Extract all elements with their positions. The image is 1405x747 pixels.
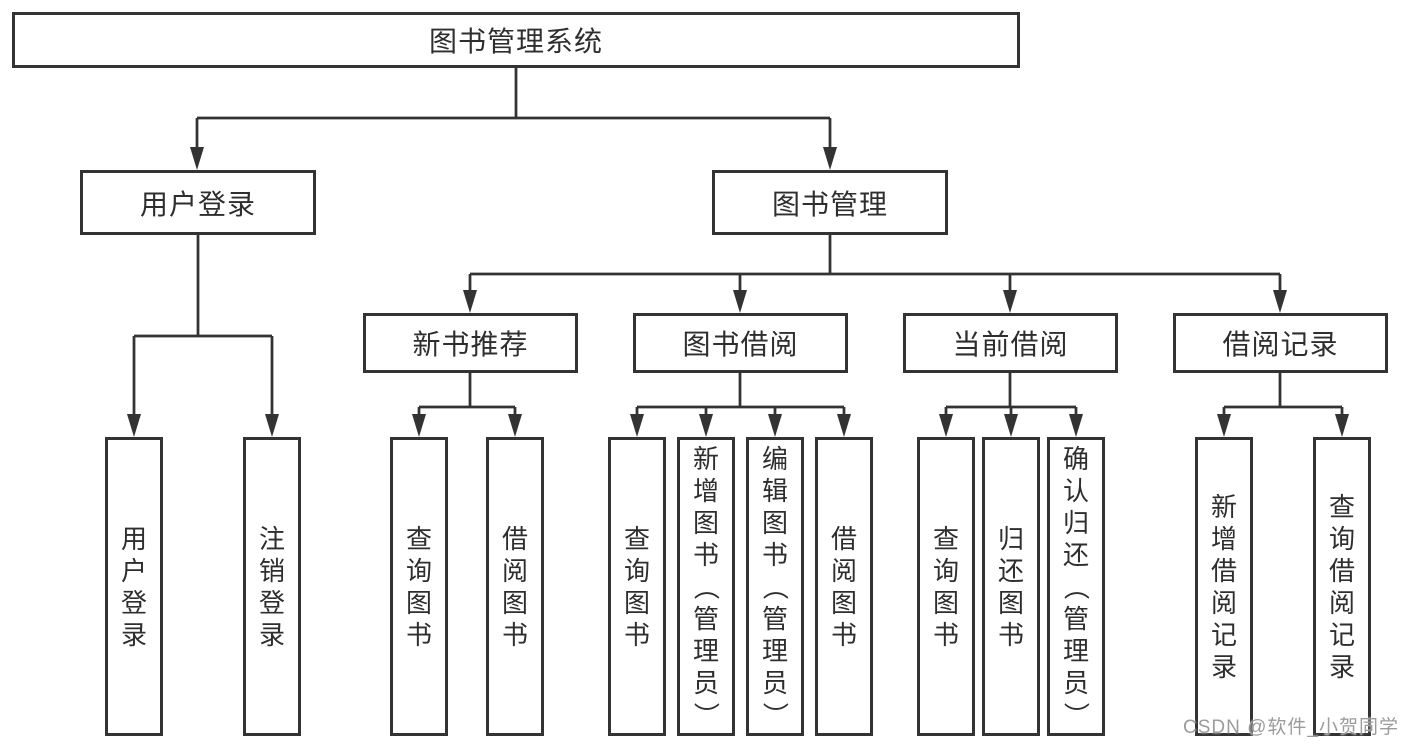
leaf-logout: 注销登录 — [243, 437, 301, 736]
leaf-add-borrow-record: 新增借阅记录 — [1195, 437, 1253, 736]
leaf-query-borrow-record: 查询借阅记录 — [1313, 437, 1371, 736]
leaf-borrow-books-borrowing: 借阅图书 — [815, 437, 873, 736]
node-current-borrowing: 当前借阅 — [903, 313, 1118, 373]
leaf-add-books-admin: 新增图书（管理员） — [677, 437, 735, 736]
node-book-management-branch: 图书管理 — [712, 170, 948, 235]
node-borrowing-records: 借阅记录 — [1173, 313, 1388, 373]
arrowheads — [127, 147, 1349, 437]
csdn-watermark: CSDN @软件_小贺同学 — [1183, 717, 1399, 738]
leaf-query-books-current: 查询图书 — [917, 437, 975, 736]
leaf-query-books-recommend: 查询图书 — [390, 437, 448, 736]
node-user-login-branch: 用户登录 — [80, 170, 316, 235]
leaf-return-books: 归还图书 — [982, 437, 1040, 736]
leaf-user-login: 用户登录 — [105, 437, 163, 736]
leaf-borrow-books-recommend: 借阅图书 — [486, 437, 544, 736]
node-book-borrowing: 图书借阅 — [633, 313, 848, 373]
leaf-edit-books-admin: 编辑图书（管理员） — [746, 437, 804, 736]
node-new-book-recommendation: 新书推荐 — [363, 313, 578, 373]
node-book-management-system: 图书管理系统 — [12, 12, 1020, 68]
leaf-query-books-borrowing: 查询图书 — [608, 437, 666, 736]
leaf-confirm-return-admin: 确认归还（管理员） — [1047, 437, 1105, 736]
